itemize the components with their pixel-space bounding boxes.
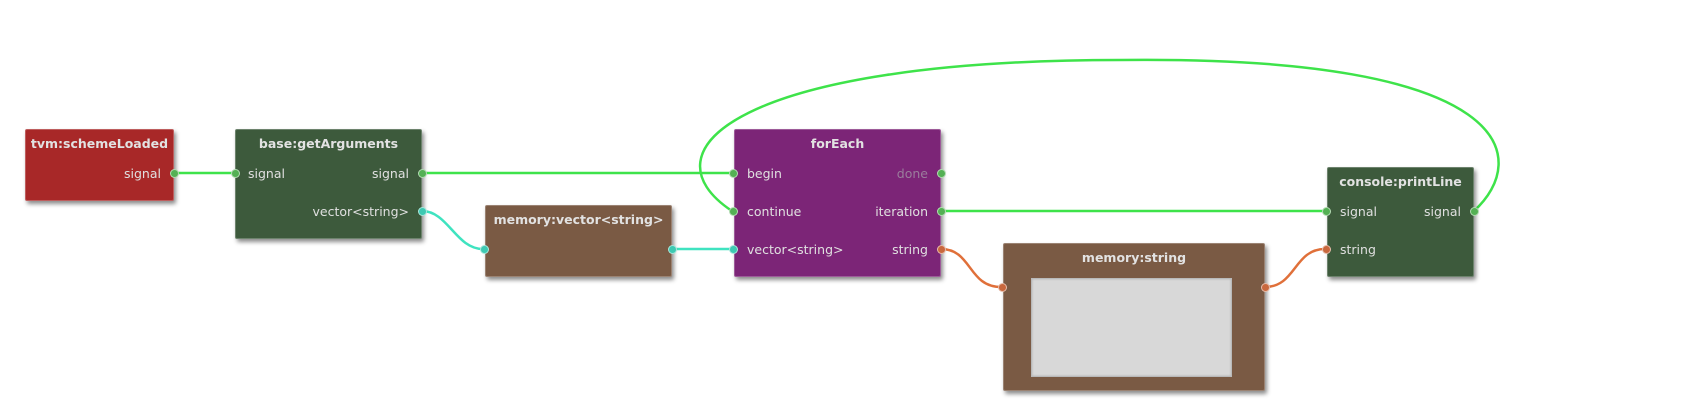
memory-string-output-port[interactable] (1261, 283, 1270, 292)
node-print-line[interactable]: console:printLine signal string signal (1327, 167, 1474, 277)
output-signal-label: signal (1424, 204, 1461, 219)
output-done-label: done (896, 166, 928, 181)
memory-vector-output-port[interactable] (668, 245, 677, 254)
for-each-iteration-output-port[interactable] (937, 207, 946, 216)
input-signal-label: signal (1340, 204, 1377, 219)
output-vector-label: vector<string> (312, 204, 409, 219)
for-each-string-output-port[interactable] (937, 245, 946, 254)
get-arguments-signal-output-port[interactable] (418, 169, 427, 178)
node-title: base:getArguments (258, 136, 399, 151)
input-continue-label: continue (747, 204, 802, 219)
get-arguments-vector-output-port[interactable] (418, 207, 427, 216)
output-iteration-label: iteration (875, 204, 928, 219)
memory-string-input-port[interactable] (998, 283, 1007, 292)
wire-getarguments-to-memory-vector[interactable] (421, 209, 484, 251)
input-signal-label: signal (248, 166, 285, 181)
for-each-begin-input-port[interactable] (729, 169, 738, 178)
wire-memory-string-to-printline-string[interactable] (1264, 247, 1326, 289)
print-line-signal-output-port[interactable] (1470, 207, 1479, 216)
get-arguments-signal-input-port[interactable] (231, 169, 240, 178)
node-for-each[interactable]: forEach begin continue vector<string> do… (734, 129, 941, 277)
node-scheme-loaded[interactable]: tvm:schemeLoaded signal (25, 129, 174, 201)
node-title: tvm:schemeLoaded (30, 136, 169, 151)
memory-vector-input-port[interactable] (480, 245, 489, 254)
node-memory-vector[interactable]: memory:vector<string> (485, 205, 672, 277)
for-each-vector-input-port[interactable] (729, 245, 738, 254)
node-memory-string[interactable]: memory:string (1003, 243, 1265, 391)
string-value-field[interactable] (1031, 278, 1232, 377)
output-string-label: string (892, 242, 928, 257)
scheme-loaded-signal-output-port[interactable] (170, 169, 179, 178)
node-get-arguments[interactable]: base:getArguments signal signal vector<s… (235, 129, 422, 239)
wire-printline-to-foreach-continue[interactable] (698, 58, 1500, 213)
for-each-done-output-port[interactable] (937, 169, 946, 178)
output-signal-label: signal (372, 166, 409, 181)
for-each-continue-input-port[interactable] (729, 207, 738, 216)
node-title: memory:vector<string> (493, 212, 664, 227)
print-line-string-input-port[interactable] (1322, 245, 1331, 254)
wire-foreach-string-to-memory-string[interactable] (940, 247, 1002, 289)
node-title: console:printLine (1339, 174, 1462, 189)
input-vector-label: vector<string> (747, 242, 844, 257)
print-line-signal-input-port[interactable] (1322, 207, 1331, 216)
node-title: memory:string (1081, 250, 1187, 265)
node-title: forEach (810, 136, 865, 151)
output-signal-label: signal (124, 166, 161, 181)
input-begin-label: begin (747, 166, 782, 181)
input-string-label: string (1340, 242, 1376, 257)
